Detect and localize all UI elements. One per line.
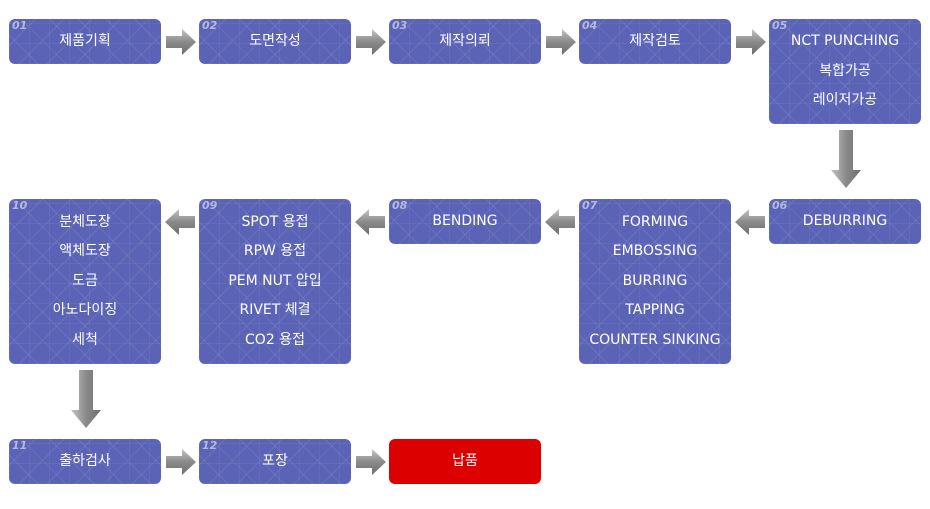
step-delivery: 납품 xyxy=(389,439,541,484)
step-label: BENDING xyxy=(432,212,498,229)
arrow-right-icon xyxy=(356,449,386,475)
step-number: 06 xyxy=(772,199,788,212)
step-07: 07 FORMING EMBOSSING BURRING TAPPING COU… xyxy=(579,199,731,364)
step-label: NCT PUNCHING xyxy=(790,33,900,50)
step-label: SPOT 용접 xyxy=(241,213,309,230)
step-number: 12 xyxy=(202,439,218,452)
step-number: 10 xyxy=(12,199,28,212)
step-label: COUNTER SINKING xyxy=(589,331,721,348)
step-label: 레이저가공 xyxy=(812,92,878,109)
step-label: 제작검토 xyxy=(629,32,681,49)
step-label: 제작의뢰 xyxy=(439,32,491,49)
step-label: EMBOSSING xyxy=(612,243,698,260)
step-label: PEM NUT 압입 xyxy=(228,272,322,289)
step-number: 05 xyxy=(772,19,788,32)
step-label: 출하검사 xyxy=(59,452,111,469)
step-number: 01 xyxy=(12,19,28,32)
arrow-left-icon xyxy=(355,209,385,235)
step-label: 도면작성 xyxy=(249,32,301,49)
step-05: 05 NCT PUNCHING 복합가공 레이저가공 xyxy=(769,19,921,124)
step-label: TAPPING xyxy=(625,302,685,319)
step-label: 납품 xyxy=(452,452,478,469)
arrow-left-icon xyxy=(165,209,195,235)
step-01: 01 제품기획 xyxy=(9,19,161,64)
arrow-right-icon xyxy=(356,29,386,55)
arrow-right-icon xyxy=(166,29,196,55)
step-09: 09 SPOT 용접 RPW 용접 PEM NUT 압입 RIVET 체결 CO… xyxy=(199,199,351,364)
step-label: 제품기획 xyxy=(59,32,111,49)
step-label: 도금 xyxy=(72,272,98,289)
step-06: 06 DEBURRING xyxy=(769,199,921,244)
step-02: 02 도면작성 xyxy=(199,19,351,64)
step-number: 07 xyxy=(582,199,598,212)
step-label: 세척 xyxy=(72,331,98,348)
step-label: 복합가공 xyxy=(819,62,871,79)
step-label: 아노다이징 xyxy=(52,302,118,319)
step-label: RPW 용접 xyxy=(243,243,307,260)
step-label: CO2 용접 xyxy=(245,331,305,348)
arrow-right-icon xyxy=(166,449,196,475)
step-number: 11 xyxy=(12,439,28,452)
arrow-down-icon xyxy=(71,370,101,428)
step-11: 11 출하검사 xyxy=(9,439,161,484)
step-number: 04 xyxy=(582,19,598,32)
step-number: 08 xyxy=(392,199,408,212)
step-label: DEBURRING xyxy=(802,212,888,229)
step-12: 12 포장 xyxy=(199,439,351,484)
step-label: FORMING xyxy=(621,213,689,230)
step-label: 포장 xyxy=(262,452,288,469)
step-label: 분체도장 xyxy=(59,213,111,230)
step-number: 09 xyxy=(202,199,218,212)
step-08: 08 BENDING xyxy=(389,199,541,244)
step-label: RIVET 체결 xyxy=(239,302,311,319)
step-label: BURRING xyxy=(622,272,688,289)
arrow-left-icon xyxy=(735,209,765,235)
arrow-down-icon xyxy=(831,130,861,188)
step-04: 04 제작검토 xyxy=(579,19,731,64)
step-10: 10 분체도장 액체도장 도금 아노다이징 세척 xyxy=(9,199,161,364)
step-03: 03 제작의뢰 xyxy=(389,19,541,64)
step-label: 액체도장 xyxy=(59,243,111,260)
step-number: 03 xyxy=(392,19,408,32)
arrow-right-icon xyxy=(546,29,576,55)
step-number: 02 xyxy=(202,19,218,32)
arrow-right-icon xyxy=(736,29,766,55)
arrow-left-icon xyxy=(545,209,575,235)
